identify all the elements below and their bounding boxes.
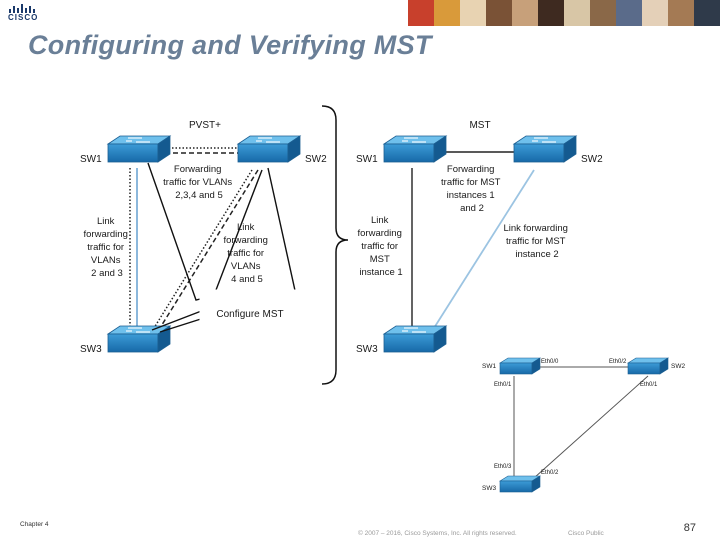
brace-divider <box>321 105 349 385</box>
banner-photo-8 <box>616 0 642 26</box>
link-sw2-sw3-dashed <box>159 169 259 329</box>
port-eth0-2-top: Eth0/2 <box>609 359 627 365</box>
pvst-sw2-label: SW2 <box>305 154 327 165</box>
port-eth0-1-right: Eth0/1 <box>640 382 658 388</box>
banner-photo-0 <box>408 0 434 26</box>
pvst-diagram: PVST+ SW1 SW2 SW3 Forwarding <box>80 120 327 355</box>
small-topology: SW1 SW2 SW3 Eth0/0 Eth0/2 Eth0/1 Eth0/1 … <box>482 357 685 493</box>
svg-text:Link forwarding: Link forwarding traffic for VLANs 4 and … <box>224 222 271 285</box>
port-eth0-1-left: Eth0/1 <box>494 382 512 388</box>
mst-diagram: MST SW1 SW2 SW3 Forwarding traffic for M… <box>356 120 603 355</box>
port-eth0-0: Eth0/0 <box>541 359 559 365</box>
mst-sw2-icon <box>513 135 577 163</box>
copyright-text: © 2007 – 2016, Cisco Systems, Inc. All r… <box>358 530 517 537</box>
pvst-links <box>129 147 259 329</box>
mst-sw1-icon <box>383 135 447 163</box>
banner-photo-10 <box>668 0 694 26</box>
link-sw2-sw3-dotted <box>153 169 253 329</box>
pvst-sw1-icon <box>107 135 171 163</box>
top-banner: CISCO <box>0 0 720 26</box>
mst-forwarding-text: Forwarding traffic for MST instances 1 a… <box>441 164 503 214</box>
mst-sw2-label: SW2 <box>581 154 603 165</box>
classification-text: Cisco Public <box>568 530 604 537</box>
cisco-logo-icon <box>9 4 35 13</box>
callout-box <box>199 289 325 333</box>
mst-sw3-icon <box>383 325 447 353</box>
banner-photo-2 <box>460 0 486 26</box>
banner-photo-5 <box>538 0 564 26</box>
pvst-heading: PVST+ <box>189 120 221 131</box>
pvst-sw3-icon <box>107 325 171 353</box>
svg-text:Forwarding traffic for: Forwarding traffic for VLANs 2,3,4 and 5 <box>163 164 235 201</box>
page-title: Configuring and Verifying MST <box>28 30 432 60</box>
logo-text: CISCO <box>8 13 39 22</box>
small-sw1-label: SW1 <box>482 363 496 370</box>
small-link-sw2-sw3 <box>533 375 649 479</box>
banner-photo-9 <box>642 0 668 26</box>
banner-photo-4 <box>512 0 538 26</box>
banner-photo-11 <box>694 0 720 26</box>
mst-link-sw2-sw3 <box>433 169 535 329</box>
pvst-sw2-icon <box>237 135 301 163</box>
port-eth0-3: Eth0/3 <box>494 464 512 470</box>
small-sw2-icon <box>627 357 669 375</box>
banner-photo-3 <box>486 0 512 26</box>
pvst-sw1-label: SW1 <box>80 154 102 165</box>
mst-heading: MST <box>469 120 490 131</box>
chapter-label: Chapter 4 <box>20 521 49 528</box>
pvst-link-left-text: Link forwarding traffic for VLANs 2 and … <box>84 216 131 279</box>
small-sw2-label: SW2 <box>671 363 685 370</box>
page-number: 87 <box>683 522 696 534</box>
mst-sw3-label: SW3 <box>356 344 378 355</box>
banner-photo-7 <box>590 0 616 26</box>
pvst-link-center-text: Link forwarding traffic for VLANs 4 and … <box>224 222 271 285</box>
mst-sw1-label: SW1 <box>356 154 378 165</box>
small-sw1-icon <box>499 357 541 375</box>
callout-text: Configure MST <box>216 309 283 320</box>
banner-photo-6 <box>564 0 590 26</box>
small-sw3-label: SW3 <box>482 485 496 492</box>
mst-link-right-text: Link forwarding traffic for MST instance… <box>503 223 570 260</box>
pvst-sw3-label: SW3 <box>80 344 102 355</box>
photo-strip <box>408 0 720 26</box>
pvst-forwarding-text: Forwarding traffic for VLANs 2,3,4 and 5 <box>163 164 235 201</box>
mst-link-left-text: Link forwarding traffic for MST instance… <box>358 215 405 278</box>
banner-photo-1 <box>434 0 460 26</box>
small-sw3-icon <box>499 475 541 493</box>
port-eth0-2-bottom: Eth0/2 <box>541 470 559 476</box>
svg-text:Link forwarding: Link forwarding traffic for VLANs 2 and … <box>84 216 131 279</box>
